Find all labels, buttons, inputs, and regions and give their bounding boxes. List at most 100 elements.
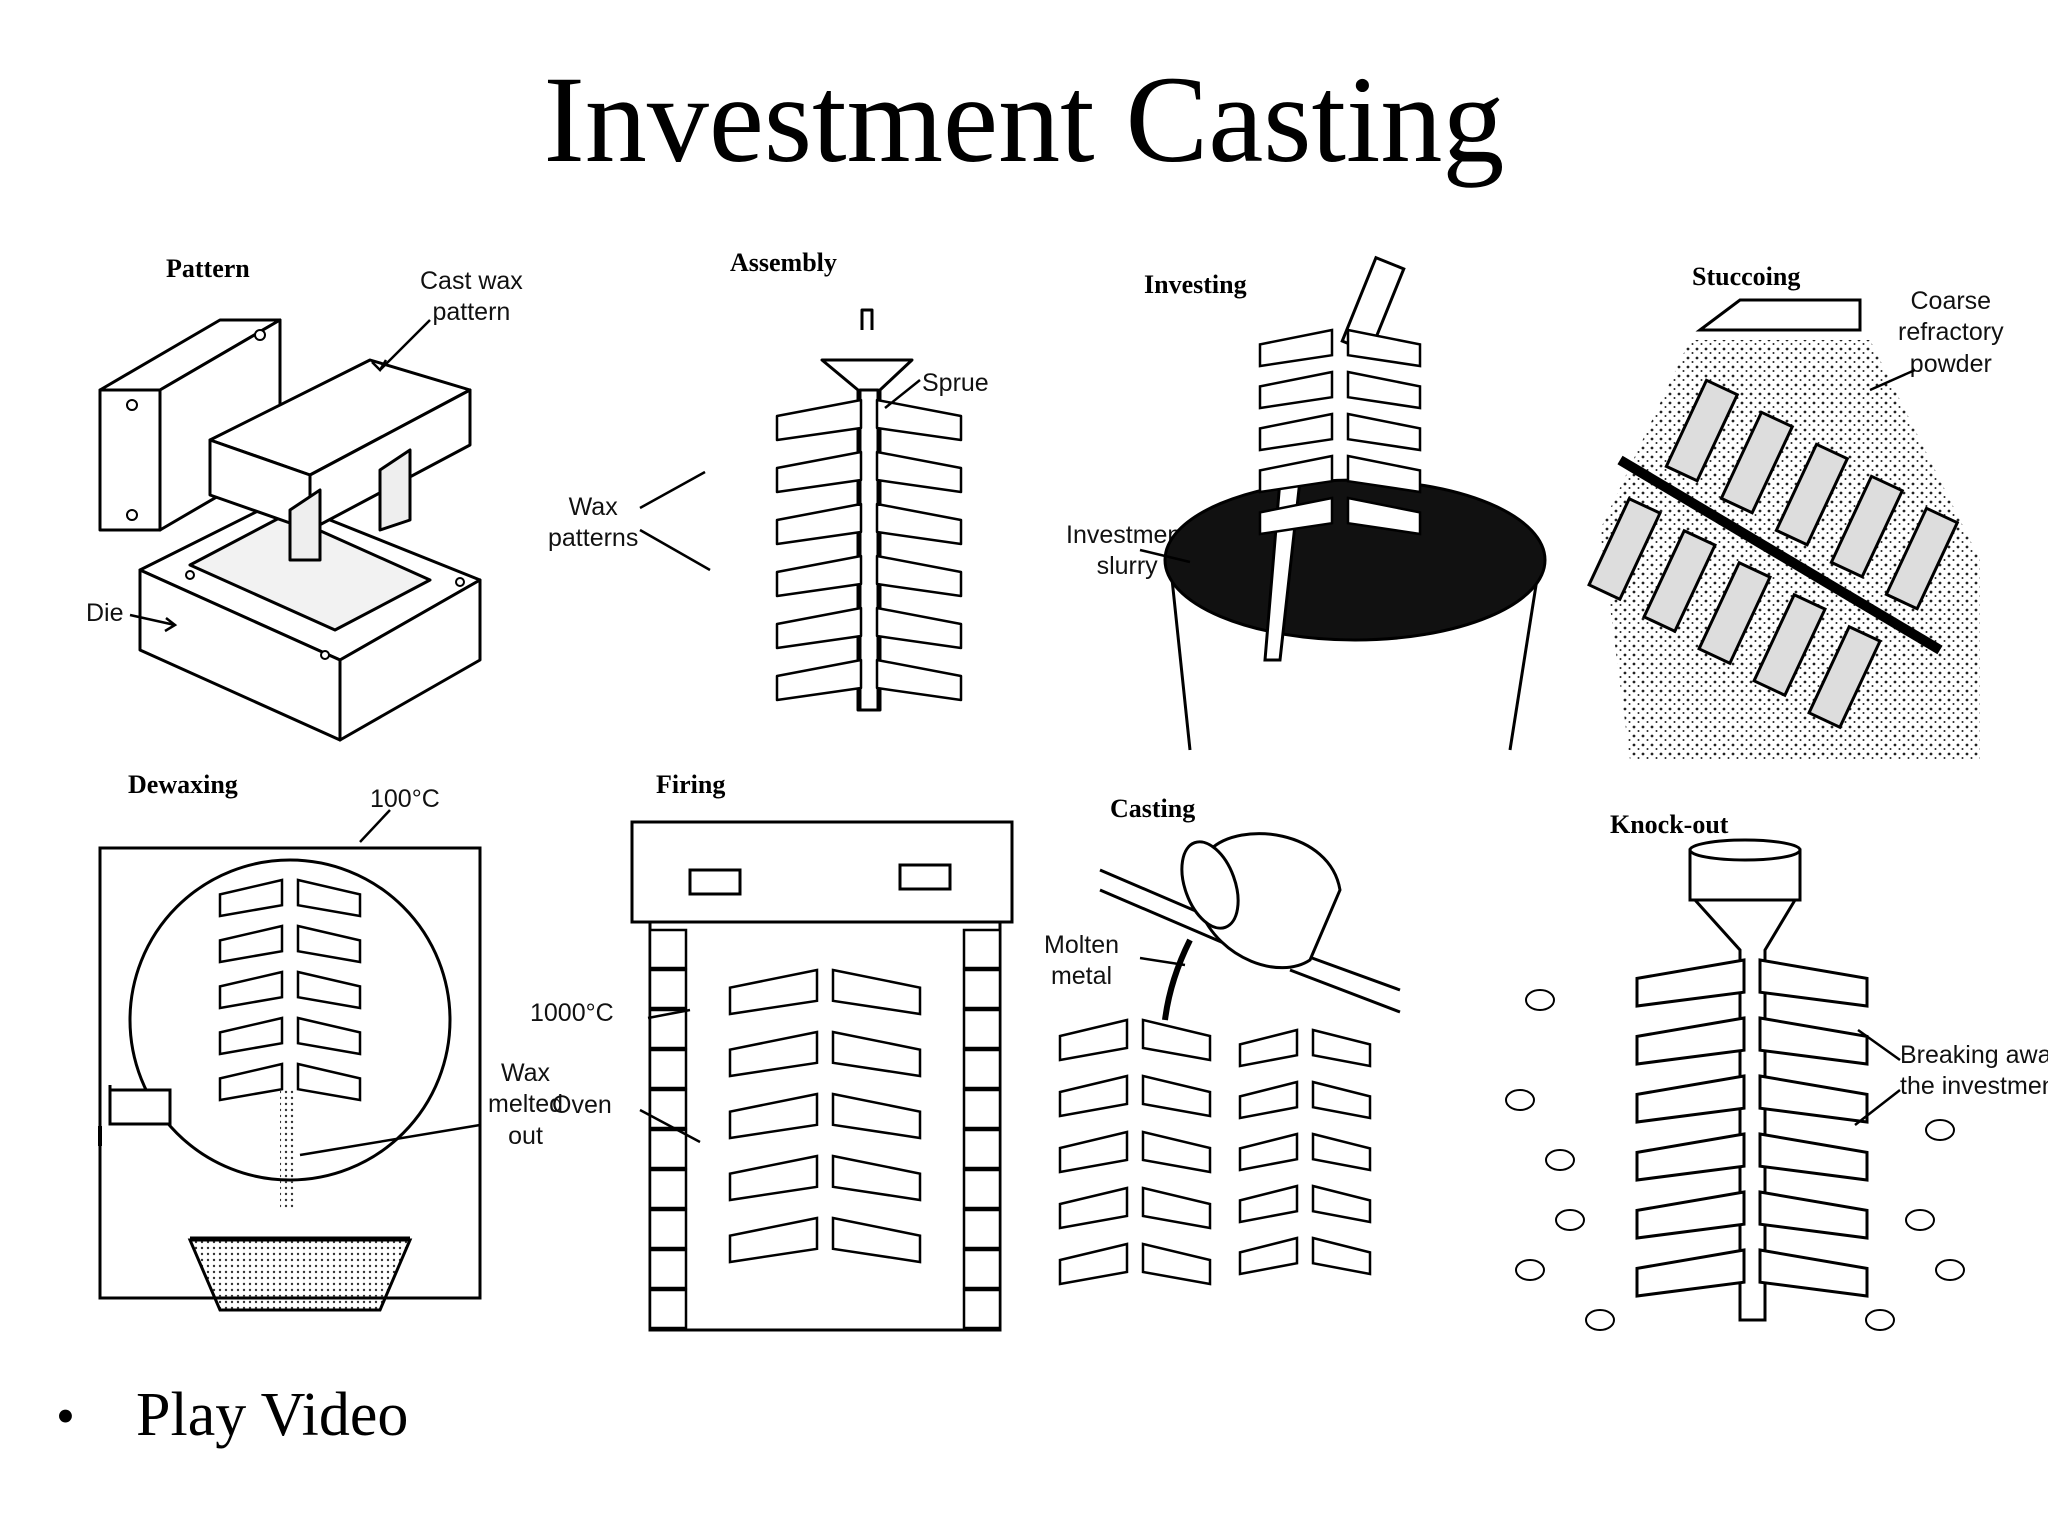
wax-pattern-branch: [728, 1216, 819, 1264]
bullet-item: • Play Video: [56, 1380, 408, 1451]
callout-wax-patterns: Wax patterns: [548, 493, 639, 553]
wax-pattern-branch: [728, 1030, 819, 1078]
wax-pattern-branch: [296, 1062, 362, 1102]
investment-chunk: [1865, 1309, 1895, 1331]
casting-branch: [1635, 1132, 1746, 1182]
coated-branch: [1664, 378, 1740, 483]
stage-title-dewaxing: Dewaxing: [128, 770, 238, 799]
casting-illustration: [1058, 832, 1401, 1286]
investing-illustration: [1139, 255, 1547, 751]
wax-pattern-branch: [1258, 412, 1334, 452]
coated-branch: [1829, 474, 1905, 579]
oven-brick: [962, 928, 1002, 970]
wax-pattern-branch: [1258, 328, 1334, 368]
wax-pattern-branch: [775, 450, 863, 494]
wax-pattern-branch: [875, 398, 963, 442]
oven-brick: [962, 1288, 1002, 1330]
wax-pattern-branch: [875, 658, 963, 702]
coated-branch: [1719, 410, 1795, 515]
oven-brick: [648, 1088, 688, 1130]
stage-title-casting: Casting: [1110, 794, 1196, 823]
slide-title: Investment Casting: [543, 51, 1505, 188]
tree-spine: [1617, 455, 1943, 655]
stage-dewaxing: Dewaxing 100°C Wax melted out: [80, 760, 640, 1340]
wax-pattern-branch: [831, 1030, 922, 1078]
play-video-link[interactable]: Play Video: [136, 1381, 409, 1449]
oven-brick: [648, 1288, 688, 1330]
callout-sprue: Sprue: [922, 369, 989, 397]
casting-branch: [1758, 1190, 1869, 1240]
investment-chunk: [1585, 1309, 1615, 1331]
callout-die: Die: [86, 599, 124, 627]
investment-chunk: [1905, 1209, 1935, 1231]
bullet-symbol: •: [56, 1385, 75, 1446]
mold-branch: [1141, 1074, 1212, 1118]
coated-branch: [1807, 624, 1883, 730]
oven-brick: [962, 1048, 1002, 1090]
wax-pattern-branch: [296, 1016, 362, 1056]
wax-pattern-branch: [728, 968, 819, 1016]
stage-knock-out: Knock-out Breaking away the investment: [1480, 800, 2048, 1360]
mold-branch: [1311, 1184, 1372, 1224]
callout-100c: 100°C: [370, 785, 440, 813]
coated-branch: [1884, 506, 1960, 611]
stage-title-assembly: Assembly: [730, 248, 837, 277]
callout-wax-melted-out: Wax melted out: [488, 1059, 564, 1150]
mold-branch: [1238, 1236, 1299, 1276]
coated-branch: [1697, 560, 1773, 666]
mold-branch: [1058, 1242, 1129, 1286]
wax-pattern-branch: [728, 1154, 819, 1202]
wax-pattern-branch: [296, 878, 362, 918]
oven-brick: [648, 928, 688, 970]
wax-pattern-branch: [1258, 370, 1334, 410]
wax-pattern-branch: [218, 924, 284, 964]
wax-pattern-branch: [875, 606, 963, 650]
stage-title-firing: Firing: [656, 770, 726, 799]
wax-pattern-branch: [1258, 454, 1334, 494]
wax-pattern-branch: [1346, 370, 1422, 410]
casting-branch: [1758, 1248, 1869, 1298]
casting-branch: [1635, 1074, 1746, 1124]
casting-branch: [1758, 958, 1869, 1008]
oven-brick: [962, 1008, 1002, 1050]
mold-branch: [1311, 1236, 1372, 1276]
oven-brick: [962, 1248, 1002, 1290]
stage-title-pattern: Pattern: [166, 254, 250, 283]
stage-title-knock-out: Knock-out: [1610, 810, 1729, 839]
wax-pattern-branch: [218, 878, 284, 918]
wax-pattern-branch: [831, 968, 922, 1016]
wax-pattern-branch: [875, 554, 963, 598]
oven-brick: [962, 1168, 1002, 1210]
investment-chunk: [1925, 1119, 1955, 1141]
investment-chunk: [1525, 989, 1555, 1011]
wax-pattern-branch: [831, 1092, 922, 1140]
oven-brick: [962, 1128, 1002, 1170]
stage-firing: Firing 1000°C Oven: [530, 770, 1100, 1340]
oven-brick: [648, 1128, 688, 1170]
mold-branch: [1238, 1080, 1299, 1120]
callout-investment-slurry: Investment slurry: [1066, 521, 1189, 581]
callout-breaking-away: Breaking away the investment: [1900, 1041, 2048, 1101]
oven-brick: [648, 1208, 688, 1250]
casting-branch: [1635, 1190, 1746, 1240]
wax-pattern-branch: [1346, 412, 1422, 452]
wax-pattern-branch: [728, 1092, 819, 1140]
oven-brick: [962, 1208, 1002, 1250]
oven-brick: [648, 968, 688, 1010]
stage-title-stuccoing: Stuccoing: [1692, 262, 1801, 291]
wax-pattern-branch: [775, 502, 863, 546]
mold-branch: [1311, 1080, 1372, 1120]
wax-pattern-branch: [296, 924, 362, 964]
mold-branch: [1311, 1132, 1372, 1172]
oven-brick: [962, 968, 1002, 1010]
mold-branch: [1058, 1130, 1129, 1174]
callout-coarse-refractory-powder: Coarse refractory powder: [1898, 287, 2004, 378]
wax-pattern-branch: [218, 1062, 284, 1102]
casting-branch: [1758, 1132, 1869, 1182]
callout-molten-metal: Molten metal: [1044, 931, 1120, 991]
investment-chunk: [1545, 1149, 1575, 1171]
casting-branch: [1635, 958, 1746, 1008]
wax-pattern-branch: [296, 970, 362, 1010]
coated-branch: [1642, 528, 1718, 634]
mold-branch: [1141, 1242, 1212, 1286]
